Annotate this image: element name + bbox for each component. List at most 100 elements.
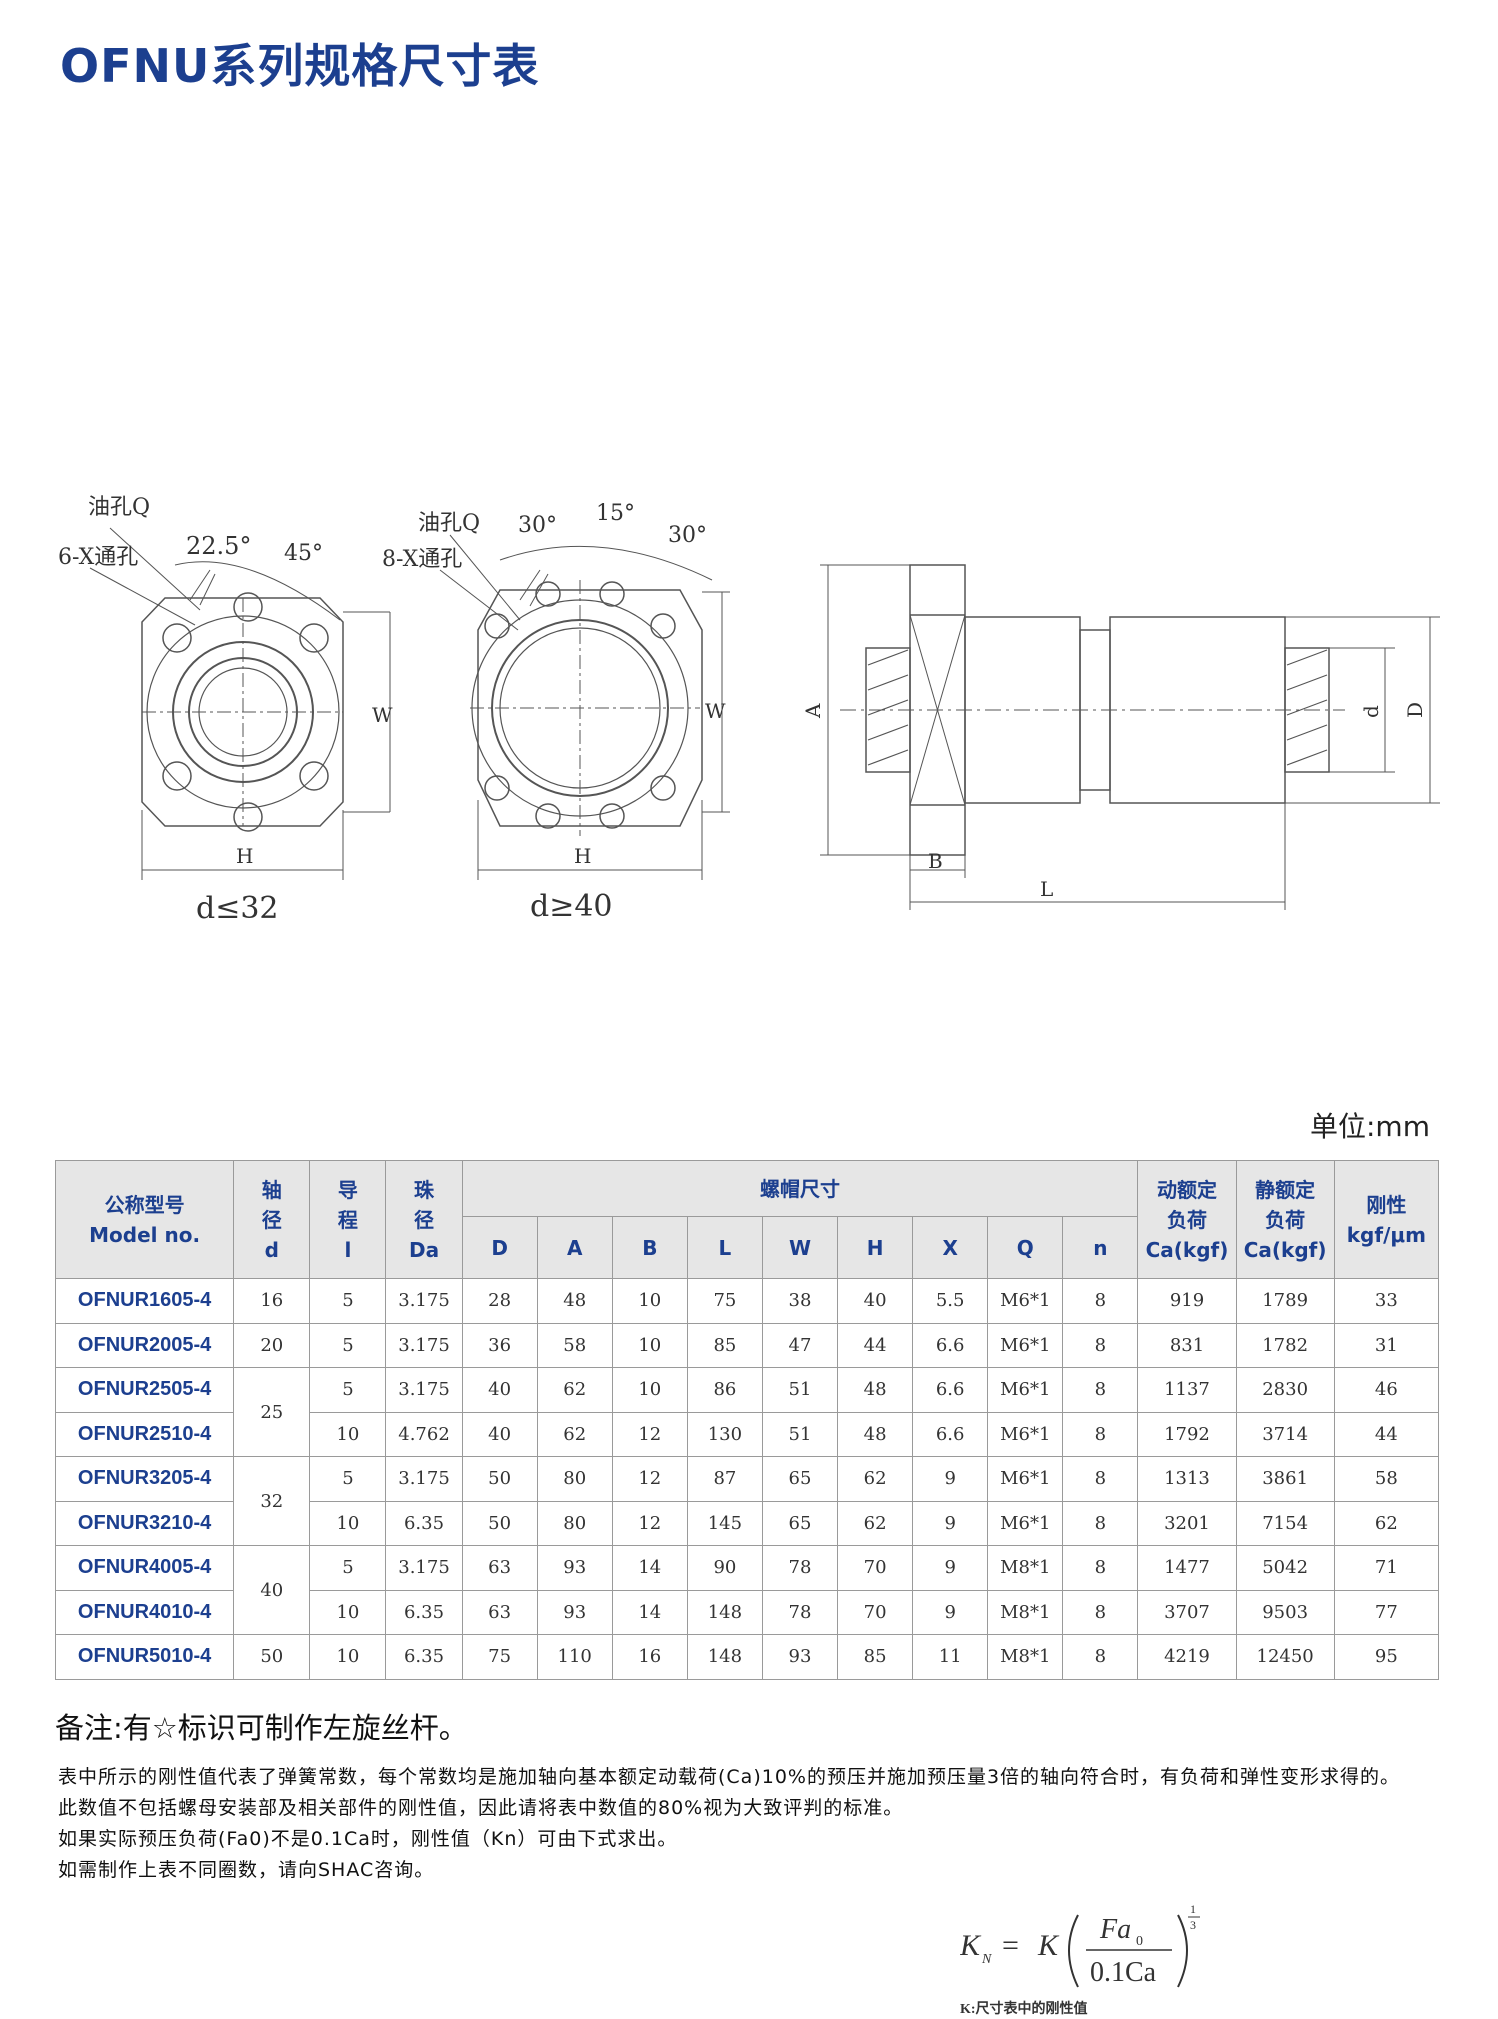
cell-b: 10: [611, 1322, 688, 1368]
header-col-Q: Q: [987, 1216, 1064, 1279]
cell-k: 44: [1333, 1411, 1440, 1457]
header-nut: 螺帽尺寸: [461, 1160, 1139, 1217]
cell-c0a: 3861: [1235, 1456, 1335, 1502]
formula-rhs: K: [1037, 1929, 1060, 1962]
cell-h: 62: [837, 1500, 914, 1546]
header-text: 动额定: [1156, 1177, 1217, 1202]
cell-q: M6*1: [987, 1411, 1064, 1457]
cell-ca: 3707: [1137, 1589, 1237, 1635]
cell-da: 3.175: [385, 1456, 463, 1502]
cell-w: 93: [761, 1634, 839, 1680]
cell-ca: 1137: [1137, 1367, 1237, 1413]
header-col-H: H: [837, 1216, 914, 1279]
header-text: 负荷: [1166, 1207, 1207, 1232]
cell-q: M6*1: [987, 1278, 1064, 1324]
header-ball: 珠 径 Da: [385, 1160, 463, 1279]
cell-b: 10: [611, 1278, 688, 1324]
caption-d-large: d≥40: [530, 889, 613, 924]
cell-c0a: 2830: [1235, 1367, 1335, 1413]
shaft-diameter-cell: 50: [233, 1634, 311, 1680]
cell-h: 48: [837, 1411, 914, 1457]
cell-l: 5: [309, 1322, 387, 1368]
middle-flange-view: [439, 534, 730, 880]
model-cell: OFNUR1605-4: [54, 1278, 235, 1324]
header-text: 径: [414, 1207, 435, 1232]
shaft-diameter-cell: 40: [233, 1545, 311, 1635]
cell-k: 46: [1333, 1367, 1440, 1413]
cell-n: 8: [1062, 1589, 1139, 1635]
formula-exp-den: 3: [1190, 1918, 1196, 1932]
cell-b: 12: [611, 1500, 688, 1546]
cell-n: 8: [1062, 1545, 1139, 1591]
cell-l: 10: [309, 1634, 387, 1680]
formula-numerator: Fa: [1099, 1914, 1131, 1945]
cell-l: 5: [309, 1278, 387, 1324]
header-text: 径: [261, 1207, 282, 1232]
dim-l-label: L: [1040, 877, 1053, 901]
shaft-diameter-cell: 25: [233, 1367, 311, 1457]
header-text: 刚性: [1366, 1192, 1407, 1217]
cell-h: 44: [837, 1322, 914, 1368]
angle-label: 22.5°: [186, 532, 251, 560]
header-model: 公称型号 Model no.: [54, 1160, 235, 1279]
header-col-X: X: [912, 1216, 989, 1279]
side-view-labels: A B L d D: [801, 702, 1427, 901]
cell-l: 90: [686, 1545, 763, 1591]
model-cell: OFNUR3205-4: [54, 1456, 235, 1502]
cell-h: 70: [837, 1545, 914, 1591]
shaft-diameter-cell: 16: [233, 1278, 311, 1324]
formula-denominator: 0.1Ca: [1090, 1957, 1157, 1988]
middle-flange-labels: 油孔Q 8-X通孔 30° 15° 30° W H d≥40: [382, 501, 726, 924]
cell-k: 77: [1333, 1589, 1440, 1635]
model-cell: OFNUR4010-4: [54, 1589, 235, 1635]
left-flange-view: [89, 527, 391, 880]
cell-ca: 1792: [1137, 1411, 1237, 1457]
unit-label: 单位:mm: [1310, 1110, 1430, 1143]
cell-d: 63: [461, 1589, 538, 1635]
cell-d: 50: [461, 1500, 538, 1546]
cell-d: 40: [461, 1367, 538, 1413]
cell-x: 6.6: [912, 1367, 989, 1413]
header-col-A: A: [536, 1216, 613, 1279]
formula-numerator-sub: 0: [1136, 1934, 1143, 1949]
cell-d: 28: [461, 1278, 538, 1324]
cell-w: 51: [761, 1367, 839, 1413]
cell-q: M6*1: [987, 1367, 1064, 1413]
cell-b: 14: [611, 1545, 688, 1591]
cell-x: 9: [912, 1456, 989, 1502]
header-text: Da: [408, 1237, 440, 1262]
cell-w: 51: [761, 1411, 839, 1457]
angle-label: 30°: [518, 513, 557, 538]
angle-label: 45°: [284, 541, 323, 566]
cell-q: M8*1: [987, 1634, 1064, 1680]
caption-d-small: d≤32: [196, 891, 279, 926]
page-title: OFNU系列规格尺寸表: [60, 39, 540, 93]
header-text: Ca(kgf): [1243, 1237, 1327, 1262]
cell-w: 47: [761, 1322, 839, 1368]
cell-da: 3.175: [385, 1278, 463, 1324]
shaft-diameter-cell: 20: [233, 1322, 311, 1368]
model-cell: OFNUR4005-4: [54, 1545, 235, 1591]
cell-da: 6.35: [385, 1500, 463, 1546]
cell-da: 3.175: [385, 1545, 463, 1591]
cell-a: 80: [536, 1500, 613, 1546]
cell-l: 87: [686, 1456, 763, 1502]
cell-ca: 831: [1137, 1322, 1237, 1368]
dim-D-label: D: [1403, 702, 1427, 718]
cell-x: 6.6: [912, 1322, 989, 1368]
cell-da: 3.175: [385, 1367, 463, 1413]
cell-l: 86: [686, 1367, 763, 1413]
cell-ca: 919: [1137, 1278, 1237, 1324]
left-flange-labels: 油孔Q 6-X通孔 22.5° 45° W H d≤32: [58, 495, 393, 926]
cell-w: 65: [761, 1456, 839, 1502]
cell-n: 8: [1062, 1411, 1139, 1457]
cell-a: 62: [536, 1411, 613, 1457]
cell-k: 71: [1333, 1545, 1440, 1591]
cell-l: 75: [686, 1278, 763, 1324]
rigidity-formula: K N = K Fa 0 0.1Ca 1 3 K:尺寸表中的刚性值: [960, 1902, 1200, 2017]
